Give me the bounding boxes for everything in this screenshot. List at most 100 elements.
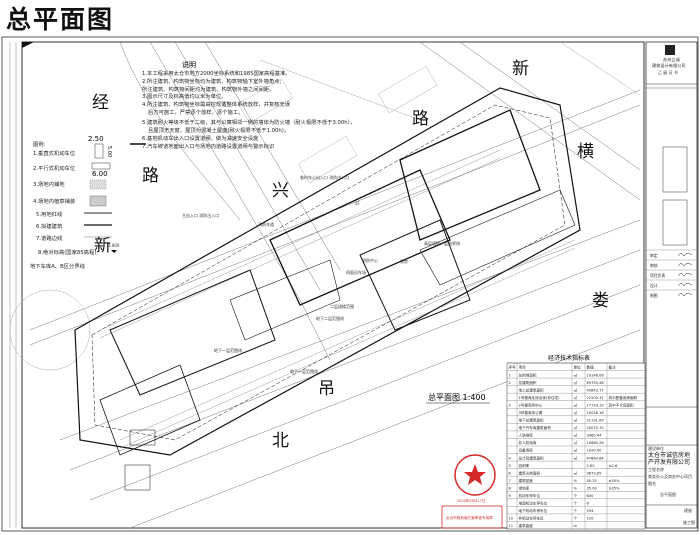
zone-note: 地下车库A、B区分界线 [30, 262, 86, 270]
table-cell: ㎡ [574, 380, 578, 385]
road-label: 兴 [272, 181, 289, 201]
table-cell: 35.00 [587, 486, 598, 490]
table-cell: 6 [587, 502, 590, 506]
note-line: 1.本工程采用太仓市地方2000坐标系统和1985国家高程基准。 [142, 69, 291, 77]
approval-stamp-text: 太仓市规划局方案审查专用章 [446, 515, 493, 520]
table-cell: 地面机动车停车位 [519, 501, 548, 506]
parking-stalls [99, 149, 576, 449]
approval-stamp: 太仓市规划局方案审查专用章 [441, 505, 503, 529]
table-cell: ㎡ [574, 387, 578, 392]
table-cell: 个 [574, 516, 578, 521]
table-cell: 地下总建筑面积 [519, 418, 545, 423]
road-label: 横 [577, 142, 594, 162]
signature [677, 273, 693, 277]
table-cell: ㎡ [574, 372, 578, 377]
legend-swatch-parallel-stall [91, 162, 111, 170]
design-notes: 说明 1.本工程采用太仓市地方2000坐标系统和1985国家高程基准。 2.所注… [142, 60, 356, 150]
table-cell: 2号楼商务中心 [519, 402, 543, 407]
table-cell: 绿地率 [519, 485, 530, 490]
table-cell: 69795.46 [587, 381, 605, 385]
note-line: 后方可施工，严禁逐个放样，逐个施工。 [148, 108, 243, 116]
table-cell: 11 [509, 524, 514, 528]
project-label: 工程名称 [648, 466, 664, 472]
podium-label: 二层裙楼范围 [330, 303, 354, 309]
legend-swatch-paving [89, 179, 107, 190]
star-icon [464, 464, 486, 485]
role-label: 项目负责 [650, 273, 665, 278]
table-cell: 17733.19 [587, 403, 605, 407]
table-cell: ㎡ [574, 402, 578, 407]
table-cell: 10 [509, 517, 514, 521]
table-cell: 设备用房 [519, 448, 534, 453]
road-label: 娄 [592, 291, 609, 311]
table-cell: 建筑占地面积 [519, 470, 541, 475]
table-cell: 2 [509, 381, 511, 385]
table-cell: 10685.26 [587, 441, 605, 445]
note-line: 3.图示尺寸及标高值均以米为单位。 [142, 92, 227, 100]
role-label: 审定 [650, 253, 658, 258]
floor-label: 5F [355, 201, 361, 206]
signature [677, 253, 693, 257]
table-cell: ㎡ [574, 433, 578, 438]
company-logo-icon [665, 45, 675, 55]
table-cell: 其中配套用房面积 [609, 395, 638, 400]
plan-labels: 主出入口 消防出入口 临时车心出入口 消防出入口 消防车道 四面回车场 二层裙楼… [182, 174, 490, 404]
road-label: 新 [94, 236, 111, 256]
company-name: 建筑设计有限公司 [652, 62, 686, 69]
elevation-marker-icon [111, 250, 117, 253]
client-label: 建设单位 [648, 445, 664, 451]
company-name: 苏州立诚 [663, 56, 681, 63]
sheet-type: 建施 [684, 507, 692, 513]
table-cell: ㎡ [574, 470, 578, 475]
note-line: 2.所注建筑、构筑物坐标均为建筑、构筑物轴下室外墙角点; [142, 77, 281, 85]
legend: 图例: 1.垂直式机动车位 2.平行式机动车位 3.场地内铺地 4.场地内植草铺… [30, 135, 120, 270]
table-cell: 600 [587, 494, 595, 498]
table-cell: 8 [509, 486, 512, 490]
legend-item: 4.场地内植草铺装 [33, 197, 76, 205]
table-cell: % [574, 479, 578, 483]
turnaround-label: 四面回车场 [346, 269, 366, 275]
table-cell: 个 [574, 501, 578, 506]
table-cell: 建筑密度 [519, 478, 534, 483]
note-line: 5.建筑耐火等级不低于二级，其与公寓相邻一侧的墙体为防火墙（耐火极限不低于3.0… [142, 118, 356, 126]
road-label: 路 [412, 109, 429, 129]
table-cell: 其中不计容面积 [609, 402, 635, 407]
dim-label: 2.50 [88, 135, 104, 143]
legend-swatch-grass [89, 195, 107, 207]
table-cell: 地下机动车停车位 [519, 508, 548, 513]
fire-room-label: 消防中心 [362, 257, 378, 263]
scale-label: 总平面图 1:400 [428, 392, 486, 402]
basement-label: 地下二层范围线 [316, 315, 344, 321]
setback-label: 高层塔楼一层退界线 [424, 240, 460, 246]
table-cell: 个 [574, 508, 578, 513]
table-header: 数值 [587, 365, 595, 370]
pump-label: 泵房 [400, 258, 408, 264]
basement-label: 地下一层范围线 [290, 368, 318, 374]
table-cell: 机动车停车位 [519, 493, 541, 498]
table-cell: 120 [587, 517, 595, 521]
table-cell: 个 [574, 493, 578, 498]
legend-item: 8.绝对标高(国家85高程) [38, 248, 96, 256]
table-cell: 19146.06 [587, 373, 605, 377]
dim-label: 6.00 [92, 170, 108, 178]
table-cell: 45.32 [587, 479, 597, 483]
note-line: 7.汽车坡道地面出入口与场地内道路设置道闸与警示标识 [142, 142, 274, 150]
site-boundary [74, 87, 581, 456]
legend-item: 3.场地内铺地 [33, 180, 65, 188]
table-cell: 594 [587, 509, 595, 513]
table-cell: ㎡ [574, 395, 578, 400]
table-cell: 47864.64 [587, 456, 605, 460]
legend-swatch-vertical-stall [94, 143, 104, 159]
table-cell: 20070.70 [587, 426, 605, 430]
design-stage: 施工图 [683, 519, 695, 525]
entrance-label: 主出入口 消防出入口 [182, 212, 219, 218]
tech-table-title: 经济技术指标表 [548, 354, 590, 362]
fire-lane-label: 消防车道 [258, 221, 274, 227]
signature [677, 283, 693, 287]
legend-heading: 图例: [33, 140, 46, 148]
signature [677, 293, 693, 297]
role-label: 设计 [650, 283, 658, 288]
table-cell: 1号楼商业综合体(非住宅) [519, 395, 561, 400]
note-line: 且屋顶无天窗，屋顶为混凝土屋面(耐火极限不低于1.00h)。 [148, 126, 289, 134]
